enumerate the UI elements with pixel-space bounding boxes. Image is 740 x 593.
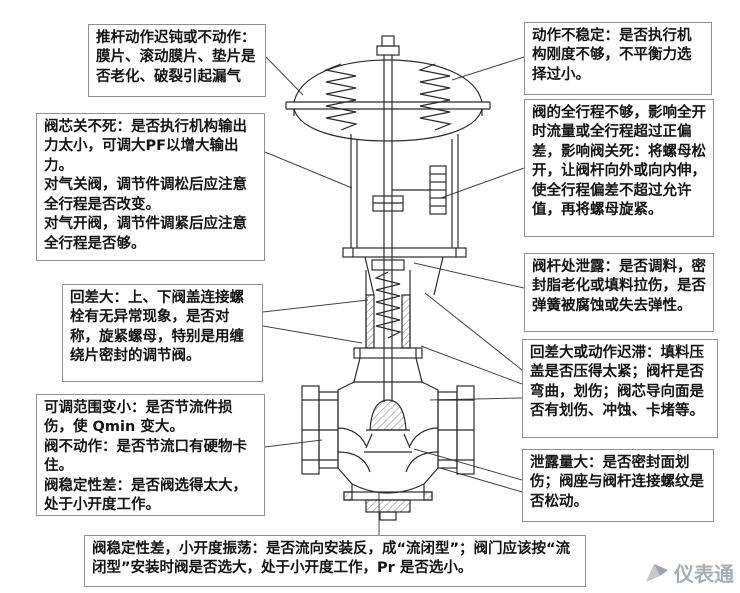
note-text: 阀稳定性差，小开度振荡：是否流向安装反，成“流闭型”；阀门应该按“流闭型”安装时… [92, 541, 571, 577]
note-text: 阀杆处泄露：是否调料，密封脂老化或填料拉伤，是否弹簧被腐蚀或失去弹性。 [532, 259, 706, 314]
actuator-springs [323, 63, 453, 131]
note-text: 泄露量大：是否密封面划伤；阀座与阀杆连接螺纹是否松动。 [530, 455, 704, 510]
note-text: 动作不稳定：是否执行机构刚度不够，不平衡力选择过小。 [532, 28, 692, 83]
note-text: 回差大：上、下阀盖连接螺栓有无异常现象，是否对称，旋紧螺母，特别是用缠绕片密封的… [70, 290, 244, 365]
watermark-logo-icon [646, 563, 668, 582]
note-small-opening-oscillation: 阀稳定性差，小开度振荡：是否流向安装反，成“流闭型”；阀门应该按“流闭型”安装时… [84, 535, 586, 587]
note-text: 阀芯关不死：是否执行机构输出力太小，可调大PF以增大输出力。 对气关阀，调节件调… [44, 119, 247, 252]
bonnet-flange [353, 347, 423, 359]
valve-seat [365, 433, 373, 449]
note-hysteresis-packing: 回差大或动作迟滞：填料压盖是否压得太紧；阀杆是否弯曲，划伤；阀芯导向面是否有划伤… [522, 339, 718, 438]
valve-body [301, 357, 475, 521]
drain-plug [379, 511, 397, 521]
packing-spring [374, 271, 402, 339]
note-rangeability-reduced: 可调范围变小：是否节流件损伤，使 Qmin 变大。 阀不动作：是否节流口有硬物卡… [36, 394, 265, 516]
note-travel-deviation: 阀的全行程不够，影响全开时流量或全行程超过正偏差，影响阀关死：将螺母松开，让阀杆… [524, 99, 714, 237]
note-text: 可调范围变小：是否节流件损伤，使 Qmin 变大。 阀不动作：是否节流口有硬物卡… [44, 400, 247, 514]
valve-stem [383, 55, 393, 402]
watermark: 仪表通 [644, 558, 734, 587]
leader-lines [262, 56, 525, 535]
note-text: 阀的全行程不够，影响全开时流量或全行程超过正偏差，影响阀关死：将螺母松开，让阀杆… [532, 105, 706, 219]
packing-gland [371, 259, 405, 271]
note-large-leakage: 泄露量大：是否密封面划伤；阀座与阀杆连接螺纹是否松动。 [522, 449, 714, 522]
valve-plug [369, 399, 407, 431]
yoke [364, 256, 444, 296]
note-stem-leakage: 阀杆处泄露：是否调料，密封脂老化或填料拉伤，是否弹簧被腐蚀或失去弹性。 [524, 253, 714, 332]
note-text: 回差大或动作迟滞：填料压盖是否压得太紧；阀杆是否弯曲，划伤；阀芯导向面是否有划伤… [530, 345, 704, 420]
note-pushrod-sluggish: 推杆动作迟钝或不动作：膜片、滚动膜片、垫片是否老化、破裂引起漏气 [88, 24, 266, 97]
bonnet-packing [353, 259, 423, 359]
note-hysteresis-bonnet-bolts: 回差大：上、下阀盖连接螺栓有无异常现象，是否对称，旋紧螺母，特别是用缠绕片密封的… [62, 284, 263, 382]
spring-housing [342, 134, 467, 258]
note-text: 推杆动作迟钝或不动作：膜片、滚动膜片、垫片是否老化、破裂引起漏气 [96, 30, 256, 85]
actuator-assembly [285, 35, 491, 142]
watermark-text: 仪表通 [674, 562, 734, 586]
note-unstable-action: 动作不稳定：是否执行机构刚度不够，不平衡力选择过小。 [524, 22, 712, 95]
note-plug-not-closing: 阀芯关不死：是否执行机构输出力太小，可调大PF以增大输出力。 对气关阀，调节件调… [36, 113, 265, 261]
